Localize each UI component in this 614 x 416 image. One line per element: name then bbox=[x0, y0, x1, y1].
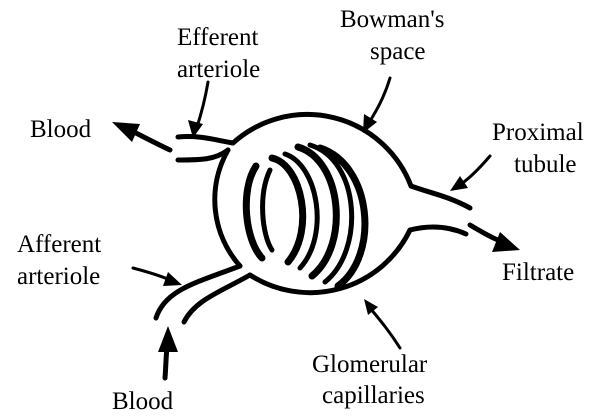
proximal-tubule bbox=[410, 186, 470, 234]
afferent-pointer bbox=[133, 268, 182, 286]
bowmans-label-line1: Bowman's bbox=[340, 6, 445, 33]
proximal-label-line2: tubule bbox=[514, 151, 577, 178]
glomerular-label-line2: capillaries bbox=[322, 382, 425, 409]
blood-in-label: Blood bbox=[112, 388, 174, 415]
efferent-label-line2: arteriole bbox=[177, 56, 260, 83]
filtrate-arrow bbox=[470, 225, 520, 252]
capillaries-pointer bbox=[364, 299, 400, 348]
filtrate-label: Filtrate bbox=[502, 259, 574, 286]
proximal-label-line1: Proximal bbox=[492, 119, 584, 146]
bowmans-label-line2: space bbox=[370, 38, 426, 65]
glomerular-label-line1: Glomerular bbox=[312, 351, 428, 378]
bowmans-pointer bbox=[363, 78, 390, 133]
proximal-pointer bbox=[450, 156, 490, 191]
efferent-label-line1: Efferent bbox=[177, 24, 258, 51]
afferent-label-line2: arteriole bbox=[17, 263, 100, 290]
blood-out-arrow bbox=[112, 122, 170, 150]
blood-out-label: Blood bbox=[30, 116, 92, 143]
efferent-pointer bbox=[188, 82, 208, 138]
afferent-label-line1: Afferent bbox=[17, 231, 101, 258]
blood-in-arrow bbox=[158, 326, 178, 378]
glomerular-capillaries bbox=[246, 145, 365, 286]
